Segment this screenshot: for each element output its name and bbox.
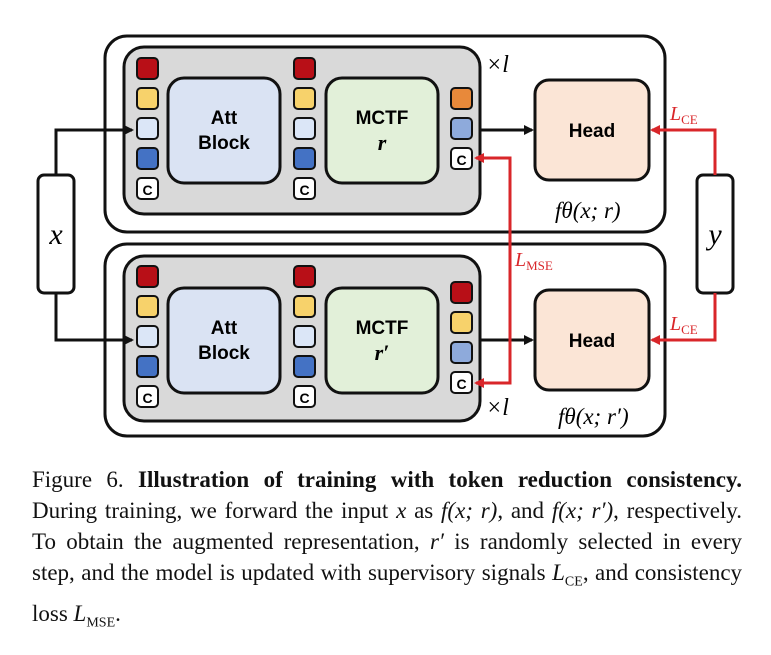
att-block-label-line2: Block [198, 133, 250, 154]
token-c-label: C [299, 182, 309, 198]
token-midblue [450, 341, 473, 364]
token-red [293, 265, 316, 288]
token-yellow [293, 87, 316, 110]
att-block [166, 76, 282, 185]
training-diagram: C Att Block C MCTF r C ×l Head fθ(x; r) [36, 34, 735, 438]
ce-loss-label-bottom: LCE [669, 313, 698, 337]
token-c [293, 177, 316, 200]
caption-text: , respectively. To obtain the augmented … [32, 498, 743, 554]
target-label: y [705, 218, 722, 251]
mse-arrow-top [474, 153, 512, 270]
token-yellow [136, 295, 159, 318]
token-blue [293, 355, 316, 378]
caption-var-rp: r′ [429, 529, 444, 554]
token-orange [450, 87, 473, 110]
ce-arrow-bottom [650, 293, 717, 345]
token-c-label: C [142, 182, 152, 198]
token-blue [136, 147, 159, 170]
token-lightblue [293, 325, 316, 348]
token-c [136, 385, 159, 408]
att-block-label-line1: Att [211, 108, 238, 129]
head-label: Head [569, 331, 615, 352]
mse-connection: LMSE [474, 153, 553, 388]
token-c-label: C [299, 390, 309, 406]
head-label: Head [569, 121, 615, 142]
token-c [450, 371, 473, 394]
mse-loss-label: LMSE [514, 249, 553, 273]
figure-caption: Figure 6. Illustration of training with … [32, 464, 742, 638]
token-c [136, 177, 159, 200]
token-red [136, 265, 159, 288]
att-block-label-line1: Att [211, 318, 238, 339]
att-block [166, 286, 282, 395]
caption-expr: f(x; r) [441, 498, 498, 523]
caption-var-x: x [396, 498, 407, 523]
mctf-label: MCTF [356, 318, 409, 339]
token-red [293, 57, 316, 80]
repeat-label: ×l [486, 395, 509, 421]
mctf-block [324, 286, 440, 395]
token-c-label: C [456, 152, 466, 168]
input-arrow-top [54, 125, 134, 175]
figure-label: Figure 6. [32, 467, 124, 492]
ce-arrow-top [650, 125, 717, 175]
head-block [533, 78, 651, 182]
token-blue [293, 147, 316, 170]
caption-text: , and [497, 498, 545, 523]
target-y: y LCE LCE [650, 103, 735, 345]
token-c-label: C [456, 376, 466, 392]
token-yellow [136, 87, 159, 110]
caption-loss-mse: LMSE [73, 600, 116, 631]
token-yellow [293, 295, 316, 318]
caption-loss-ce: LCE [552, 560, 583, 590]
token-blue [136, 355, 159, 378]
token-midblue [450, 117, 473, 140]
token-red [136, 57, 159, 80]
caption-text: , and consistency loss [32, 560, 743, 626]
caption-text: . [115, 600, 121, 626]
caption-text: is randomly selected in every step, and … [32, 529, 743, 585]
att-block-label-line2: Block [198, 343, 250, 364]
input-x: x [36, 125, 134, 345]
token-lightblue [136, 325, 159, 348]
mctf-block [324, 76, 440, 185]
input-arrow-bottom [54, 293, 134, 345]
input-label: x [48, 218, 63, 251]
ce-loss-label-top: LCE [669, 103, 698, 127]
function-label: fθ(x; r′) [558, 404, 629, 429]
mse-arrow-bottom [474, 270, 512, 388]
token-c [293, 385, 316, 408]
caption-text: During training, we forward the input [32, 498, 389, 523]
token-yellow [450, 311, 473, 334]
token-lightblue [293, 117, 316, 140]
function-label: fθ(x; r) [555, 198, 621, 223]
token-c [450, 147, 473, 170]
caption-text: as [414, 498, 434, 523]
repeat-label: ×l [486, 52, 509, 78]
mctf-label: MCTF [356, 108, 409, 129]
bottom-branch: C Att Block C MCTF r′ C ×l Head fθ(x; r′… [103, 242, 667, 438]
token-lightblue [136, 117, 159, 140]
token-red [450, 281, 473, 304]
head-block [533, 288, 651, 392]
top-branch: C Att Block C MCTF r C ×l Head fθ(x; r) [103, 34, 667, 234]
token-c-label: C [142, 390, 152, 406]
mctf-param: r [378, 130, 387, 155]
caption-title: Illustration of training with token redu… [138, 467, 742, 492]
caption-expr: f(x; r′) [551, 498, 614, 523]
mctf-param: r′ [375, 340, 390, 365]
